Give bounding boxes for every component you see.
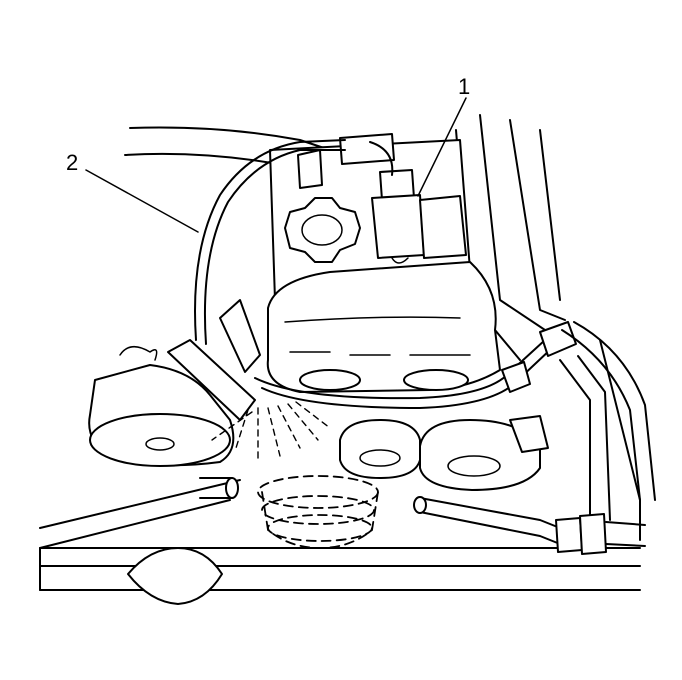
callout-1-label: 1 bbox=[458, 74, 470, 99]
sensor-connector bbox=[371, 169, 467, 264]
lower-fitting bbox=[413, 496, 646, 555]
leak-spray-lines bbox=[211, 401, 331, 461]
callout-2-label: 2 bbox=[66, 150, 78, 175]
wire-harness bbox=[194, 139, 577, 409]
lower-left-line bbox=[199, 477, 239, 499]
harness-bracket bbox=[119, 299, 261, 421]
pump-module-body bbox=[266, 133, 501, 393]
hidden-component-dashed bbox=[257, 475, 379, 549]
frame-drain-plug bbox=[127, 547, 223, 605]
right-pulleys bbox=[339, 415, 549, 491]
coolant-hose bbox=[559, 321, 656, 541]
left-pulley bbox=[88, 364, 235, 467]
callout-leaders bbox=[85, 97, 467, 233]
